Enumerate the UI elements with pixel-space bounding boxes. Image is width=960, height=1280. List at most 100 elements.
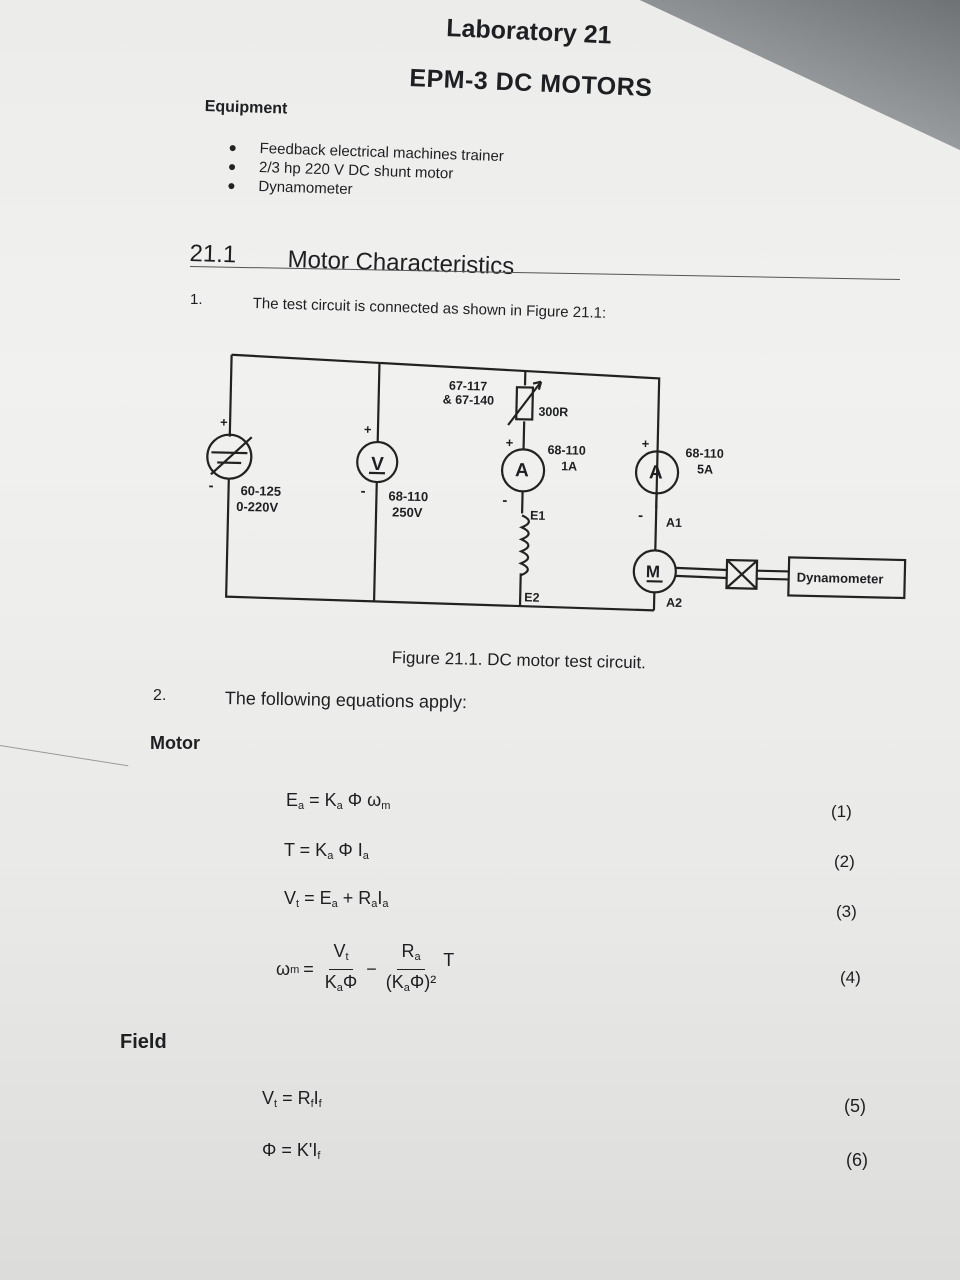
armature-ammeter-range-label: 5A	[697, 462, 713, 476]
field-ammeter-range-label: 1A	[561, 459, 577, 473]
equation-number: (5)	[844, 1096, 866, 1116]
equipment-heading: Equipment	[204, 98, 288, 118]
voltmeter-plus: +	[364, 422, 372, 437]
step-text: The following equations apply:	[224, 688, 468, 713]
dynamometer-box	[787, 556, 907, 600]
rheostat-part-label: 67-117	[449, 379, 488, 394]
step-number: 1.	[190, 291, 203, 308]
equation-3: Vt = Ea + RaIa	[284, 888, 389, 910]
equation-number: (1)	[831, 802, 852, 821]
eq-term: = R	[277, 1088, 311, 1108]
numerator: Vt	[329, 940, 353, 970]
supply-plus: +	[220, 414, 228, 429]
supply-part-label: 60-125	[240, 483, 281, 499]
equation-2: T = Ka Φ Ia	[284, 840, 369, 862]
equipment-list: Feedback electrical machines trainer 2/3…	[228, 138, 504, 204]
supply-marks	[210, 436, 253, 476]
a2-label: A2	[666, 596, 682, 610]
voltmeter-icon	[356, 440, 399, 484]
supply-top-wire	[228, 354, 233, 437]
eq-term: = K	[304, 790, 337, 810]
field-coil-icon	[518, 514, 530, 577]
eq-sub: f	[318, 1098, 322, 1110]
armature-ammeter-plus: +	[642, 436, 650, 451]
coupling-icon	[725, 558, 759, 590]
eq-equals: =	[303, 959, 314, 979]
eq-term: Φ I	[333, 840, 363, 860]
armature-ammeter-minus: -	[638, 507, 643, 524]
equation-number: (3)	[836, 902, 857, 921]
bullet-icon	[228, 163, 236, 170]
eq-sub: f	[317, 1150, 321, 1162]
eq-term: T	[284, 840, 295, 860]
eq-sub: f	[310, 1098, 314, 1110]
eq-term: R	[401, 941, 415, 961]
eq-term: Φ)²	[409, 972, 437, 992]
eq-sub: a	[336, 982, 343, 994]
rheostat-arrowhead	[532, 380, 543, 390]
armature-ammeter-part-label: 68-110	[685, 446, 724, 461]
bottom-wire	[225, 478, 654, 612]
eq-term: (K	[385, 972, 404, 992]
e2-label: E2	[524, 590, 540, 604]
equation-1: Ea = Ka Φ ωm	[286, 790, 390, 812]
eq-term: = E	[299, 888, 332, 908]
voltmeter-minus: -	[360, 483, 365, 500]
field-ammeter-part-label: 68-110	[547, 443, 586, 458]
rheostat-arrow	[507, 381, 542, 426]
eq-term: I	[377, 888, 383, 908]
eq-sub: m	[290, 963, 300, 976]
shaft-out-icon	[756, 569, 789, 581]
field-return-wire	[518, 573, 522, 606]
eq-term: V	[262, 1088, 275, 1108]
field-heading: Field	[120, 1031, 167, 1053]
eq-term: I	[313, 1088, 319, 1108]
equation-number: (6)	[846, 1150, 868, 1170]
equation-number: (2)	[834, 852, 855, 871]
eq-term: Φ ω	[342, 790, 382, 810]
voltmeter-part-label: 68-110	[388, 488, 428, 504]
bullet-icon	[229, 144, 236, 151]
supply-range-label: 0-220V	[236, 499, 279, 515]
numerator: Ra	[397, 940, 425, 970]
dc-supply-icon	[206, 433, 253, 480]
eq-sub: t	[345, 951, 349, 963]
eq-term: T	[443, 950, 455, 970]
eq-term: V	[333, 941, 346, 961]
eq-term: E	[286, 790, 299, 810]
bullet-icon	[228, 182, 235, 189]
rheostat-part-label-2: & 67-140	[443, 393, 495, 408]
fraction: Ra (KaΦ)²	[382, 940, 440, 999]
eq-sub: t	[296, 898, 300, 910]
eq-minus: −	[366, 959, 377, 979]
equation-number: (4)	[840, 968, 861, 987]
shaft-icon	[675, 566, 727, 580]
motor-heading: Motor	[150, 733, 200, 753]
supply-minus: -	[208, 477, 213, 494]
eq-sub: t	[274, 1098, 278, 1110]
eq-term: + R	[337, 888, 372, 908]
eq-sub: a	[414, 951, 421, 963]
equation-6: Φ = K'If	[262, 1140, 320, 1162]
e1-label: E1	[530, 509, 546, 523]
motor-symbol: M	[646, 562, 661, 581]
eq-sub: a	[327, 850, 334, 862]
rheostat-icon	[515, 386, 535, 421]
eq-sub: a	[298, 800, 305, 812]
eq-term: = K'I	[276, 1140, 318, 1160]
denominator: (KaΦ)²	[382, 970, 440, 999]
eq-term: K	[324, 972, 337, 992]
eq-term: Φ	[342, 972, 358, 992]
denominator: KaΦ	[321, 970, 362, 999]
resistance-label: 300R	[538, 405, 568, 420]
eq-sub: a	[403, 982, 410, 994]
voltmeter-symbol: V	[371, 454, 384, 475]
top-wire	[231, 353, 661, 509]
voltmeter-range-label: 250V	[392, 504, 423, 520]
eq-sub: a	[382, 898, 389, 910]
armature-ammeter-symbol: A	[649, 462, 663, 483]
armature-wire	[654, 492, 658, 551]
field-ammeter-icon	[500, 448, 546, 493]
